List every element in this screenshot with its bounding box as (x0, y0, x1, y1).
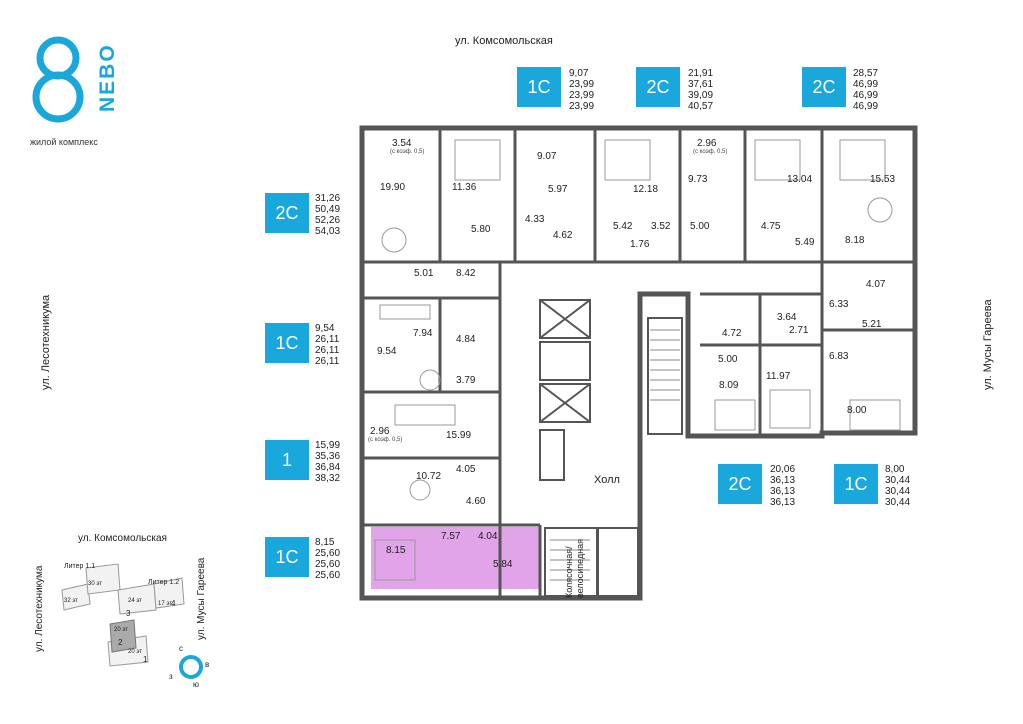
site-floors: 20 эт (128, 649, 143, 655)
room-area: 13.04 (787, 174, 813, 185)
room-area: 8.18 (845, 235, 865, 246)
room-area: 8.09 (719, 380, 739, 391)
site-plan-map (61, 563, 185, 667)
room-area: 10.72 (416, 471, 442, 482)
room-area: 9.07 (537, 151, 557, 162)
room-area: 15.53 (870, 174, 896, 185)
site-section: 1 (143, 655, 148, 664)
site-section: 3 (126, 609, 131, 618)
brand-subtitle: жилой комплекс (30, 137, 98, 147)
current-section (109, 619, 137, 653)
hall-label: Холл (594, 474, 620, 486)
room-area: 2.71 (789, 325, 809, 336)
apt-badge-bottom-1[interactable]: 2С (718, 464, 762, 504)
apt-badge-bottom-2[interactable]: 1С (834, 464, 878, 504)
room-area: 5.01 (414, 268, 434, 279)
apt-badge-left-3[interactable]: 1 (265, 440, 309, 480)
room-area: 2.96 (370, 426, 390, 437)
site-street-left: ул. Лесотехникума (34, 565, 45, 652)
room-area: 4.60 (466, 496, 486, 507)
room-area: 3.79 (456, 375, 476, 386)
room-area: 4.07 (866, 279, 886, 290)
apt-badge-top-1[interactable]: 1С (517, 67, 561, 107)
room-area: 11.36 (452, 182, 477, 193)
compass-icon (179, 655, 203, 679)
site-floors: 32 эт (64, 598, 79, 604)
room-area: 4.04 (478, 531, 498, 542)
street-top: ул. Комсомольская (455, 35, 553, 47)
room-area: 3.52 (651, 221, 671, 232)
room-area: 9.54 (377, 346, 397, 357)
room-area: 3.64 (777, 312, 797, 323)
room-area: 19.90 (380, 182, 406, 193)
room-note: (с коэф. 0,5) (390, 149, 425, 155)
room-area: 15.99 (446, 430, 472, 441)
room-area: 5.84 (493, 559, 513, 570)
compass-north: с (179, 644, 183, 653)
site-floors: 30 эт (88, 581, 103, 587)
apt-badge-left-4[interactable]: 1С (265, 537, 309, 577)
room-area: 5.21 (862, 319, 882, 330)
room-area: 6.33 (829, 299, 849, 310)
site-section: 2 (118, 638, 123, 647)
room-area: 4.05 (456, 464, 476, 475)
apt-badge-left-2[interactable]: 1С (265, 323, 309, 363)
room-area: 4.62 (553, 230, 573, 241)
room-area: 5.97 (548, 184, 568, 195)
room-area: 1.76 (630, 239, 650, 250)
site-street-top: ул. Комсомольская (78, 533, 167, 544)
room-area: 5.00 (690, 221, 710, 232)
apt-badge-left-1[interactable]: 2С (265, 193, 309, 233)
room-area: 11.97 (766, 371, 791, 382)
room-area: 7.57 (441, 531, 461, 542)
room-area: 5.80 (471, 224, 491, 235)
room-area: 4.84 (456, 334, 476, 345)
room-note: (с коэф. 0,5) (693, 149, 728, 155)
room-area: 5.49 (795, 237, 815, 248)
stroller-room-label: Колясочная/ велосипедная (564, 538, 585, 598)
room-area: 8.15 (386, 545, 406, 556)
room-area: 9.73 (688, 174, 708, 185)
compass-west: з (169, 672, 173, 681)
site-floors: 17 эт (158, 601, 173, 607)
apt-badge-top-2[interactable]: 2С (636, 67, 680, 107)
room-area: 3.54 (392, 138, 412, 149)
compass-east: в (205, 660, 210, 669)
site-street-right: ул. Мусы Гареева (196, 557, 207, 640)
room-area: 2.96 (697, 138, 717, 149)
room-area: 8.00 (847, 405, 867, 416)
room-area: 4.33 (525, 214, 545, 225)
room-area: 8.42 (456, 268, 476, 279)
highlighted-apartment[interactable] (371, 527, 539, 589)
site-floors: 20 эт (114, 627, 129, 633)
site-litera-1-1: Литер 1.1 (64, 563, 96, 570)
room-area: 7.94 (413, 328, 433, 339)
room-area: 4.72 (722, 328, 742, 339)
apt-badge-top-3[interactable]: 2С (802, 67, 846, 107)
room-area: 6.83 (829, 351, 849, 362)
compass-south: ю (193, 680, 199, 689)
room-area: 5.00 (718, 354, 738, 365)
room-note: (с коэф. 0,5) (368, 437, 403, 443)
site-floors: 24 эт (128, 598, 143, 604)
brand-logo (32, 36, 84, 123)
room-area: 4.75 (761, 221, 781, 232)
site-litera-1-2: Литер 1.2 (148, 579, 180, 586)
room-area: 5.42 (613, 221, 633, 232)
room-area: 12.18 (633, 184, 659, 195)
site-section: 4 (171, 599, 176, 608)
